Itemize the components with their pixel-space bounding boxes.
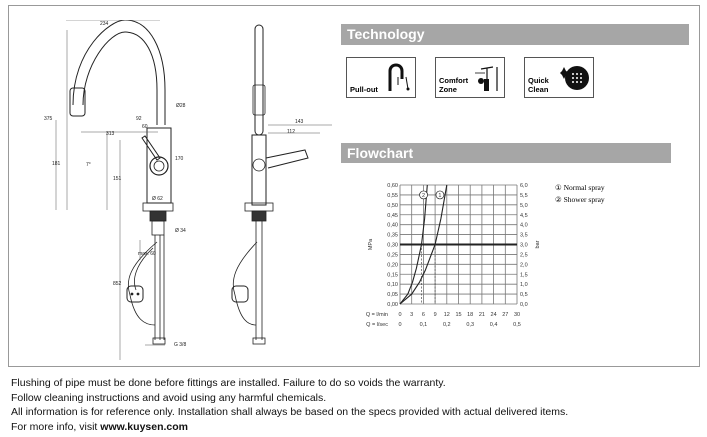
x-tick-label-lmin: 12	[444, 312, 450, 318]
more-info-text: For more info, visit	[11, 421, 101, 433]
y2-tick-label: 4,5	[520, 213, 528, 219]
x-tick-label-lmin: 6	[422, 312, 425, 318]
dim-112: 112	[287, 129, 295, 135]
y2-tick-label: 3,0	[520, 243, 528, 249]
dim-diameter-34: Ø 34	[175, 228, 186, 234]
y-tick-label: 0,40	[387, 223, 398, 229]
y2-tick-label: 3,5	[520, 233, 528, 239]
legend-normal-spray: ① Normal spray	[555, 183, 605, 192]
dim-375: 375	[44, 116, 53, 122]
y-tick-label: 0,25	[387, 252, 398, 258]
legend-text: Normal spray	[563, 183, 605, 192]
x-tick-label-lmin: 18	[467, 312, 473, 318]
y-tick-label: 0,30	[387, 243, 398, 249]
legend-symbol: ①	[555, 183, 562, 192]
feature-label: Pull-out	[350, 85, 378, 94]
x-tick-label-lmin: 0	[398, 312, 401, 318]
x-tick-label-lmin: 21	[479, 312, 485, 318]
y2-tick-label: 0,0	[520, 302, 528, 308]
dim-151: 151	[113, 176, 122, 182]
footer-more-info: For more info, visit www.kuysen.com	[11, 421, 188, 433]
website-link[interactable]: www.kuysen.com	[100, 421, 189, 433]
dim-181: 181	[52, 161, 61, 167]
dim-max-60: max. 60	[138, 251, 156, 257]
y2-tick-label: 1,5	[520, 272, 528, 278]
quick-clean-icon	[560, 66, 589, 90]
legend-symbol: ②	[555, 195, 562, 204]
faucet-technical-drawing: 234 92 60 313 Ø28 7° 181 151 170 Ø 62 Ø …	[44, 20, 332, 360]
x-tick-label-lmin: 24	[491, 312, 497, 318]
dim-313: 313	[106, 131, 115, 137]
y2-tick-label: 1,0	[520, 282, 528, 288]
dim-852: 852	[113, 281, 122, 287]
footer-reference-note: All information is for reference only. I…	[11, 406, 569, 418]
series-line-normal-spray	[399, 184, 448, 305]
y-tick-label: 0,60	[387, 183, 398, 189]
y-tick-label: 0,10	[387, 282, 398, 288]
dim-angle-7: 7°	[86, 162, 91, 168]
footer-warranty-note: Flushing of pipe must be done before fit…	[11, 377, 446, 389]
x-axis-label-lsec: Q = l/sec	[366, 322, 388, 328]
x-tick-label-lsec: 0,4	[490, 322, 498, 328]
y2-tick-label: 4,0	[520, 223, 528, 229]
y2-tick-label: 6,0	[520, 183, 528, 189]
feature-pull-out: Pull-out	[346, 57, 416, 98]
y2-tick-label: 5,5	[520, 193, 528, 199]
x-tick-label-lsec: 0,1	[420, 322, 428, 328]
footer-cleaning-note: Follow cleaning instructions and avoid u…	[11, 392, 327, 404]
y2-tick-label: 2,0	[520, 262, 528, 268]
series-line-shower-spray	[399, 184, 428, 305]
comfort-zone-icon	[475, 66, 498, 91]
x-tick-label-lsec: 0	[398, 322, 401, 328]
dim-92: 92	[136, 116, 142, 122]
x-tick-label-lmin: 9	[434, 312, 437, 318]
y-tick-label: 0,50	[387, 203, 398, 209]
x-axis-label-lmin: Q = l/min	[366, 312, 388, 318]
x-tick-label-lsec: 0,5	[513, 322, 521, 328]
x-tick-label-lmin: 27	[502, 312, 508, 318]
legend-text: Shower spray	[563, 195, 605, 204]
y-tick-label: 0,00	[387, 302, 398, 308]
dim-143: 143	[295, 119, 304, 125]
technology-header: Technology	[341, 24, 689, 45]
series-marker-label: 1	[438, 193, 441, 199]
pull-out-icon	[388, 63, 410, 91]
dim-diameter-28: Ø28	[176, 103, 186, 109]
y2-axis-label: bar	[535, 240, 541, 248]
spec-sheet-frame	[8, 5, 700, 367]
y-tick-label: 0,55	[387, 193, 398, 199]
y-axis-label: MPa	[368, 238, 374, 250]
dim-234: 234	[100, 21, 109, 27]
series-marker	[419, 190, 428, 200]
feature-label-line2: Zone	[439, 85, 457, 94]
flowchart-header: Flowchart	[341, 143, 671, 163]
x-tick-label-lmin: 15	[455, 312, 461, 318]
y-tick-label: 0,45	[387, 213, 398, 219]
y-tick-label: 0,15	[387, 272, 398, 278]
dim-g-3-8: G 3/8	[174, 342, 186, 348]
series-marker	[435, 190, 445, 200]
y-tick-label: 0,05	[387, 292, 398, 298]
x-tick-label-lmin: 30	[514, 312, 520, 318]
x-tick-label-lsec: 0,3	[466, 322, 474, 328]
y-tick-label: 0,20	[387, 262, 398, 268]
series-marker-label: 2	[422, 193, 425, 199]
x-tick-label-lsec: 0,2	[443, 322, 451, 328]
y-tick-label: 0,35	[387, 233, 398, 239]
feature-label-line2: Clean	[528, 85, 549, 94]
feature-label-line1: Quick	[528, 76, 549, 85]
feature-label-line1: Comfort	[439, 76, 469, 85]
dim-60: 60	[142, 124, 148, 130]
y2-tick-label: 5,0	[520, 203, 528, 209]
legend-shower-spray: ② Shower spray	[555, 195, 605, 204]
dim-diameter-62: Ø 62	[152, 196, 163, 202]
y2-tick-label: 0,5	[520, 292, 528, 298]
dim-170: 170	[175, 156, 184, 162]
y2-tick-label: 2,5	[520, 252, 528, 258]
x-tick-label-lmin: 3	[410, 312, 413, 318]
